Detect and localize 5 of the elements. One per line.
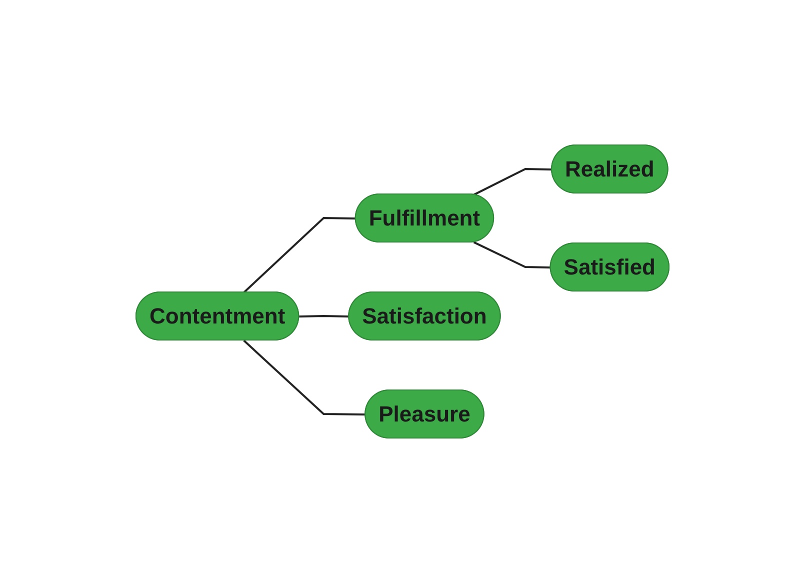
connector: [472, 241, 550, 268]
connector: [242, 340, 366, 416]
connector: [242, 217, 356, 294]
connector: [298, 315, 349, 318]
connector: [472, 168, 552, 196]
